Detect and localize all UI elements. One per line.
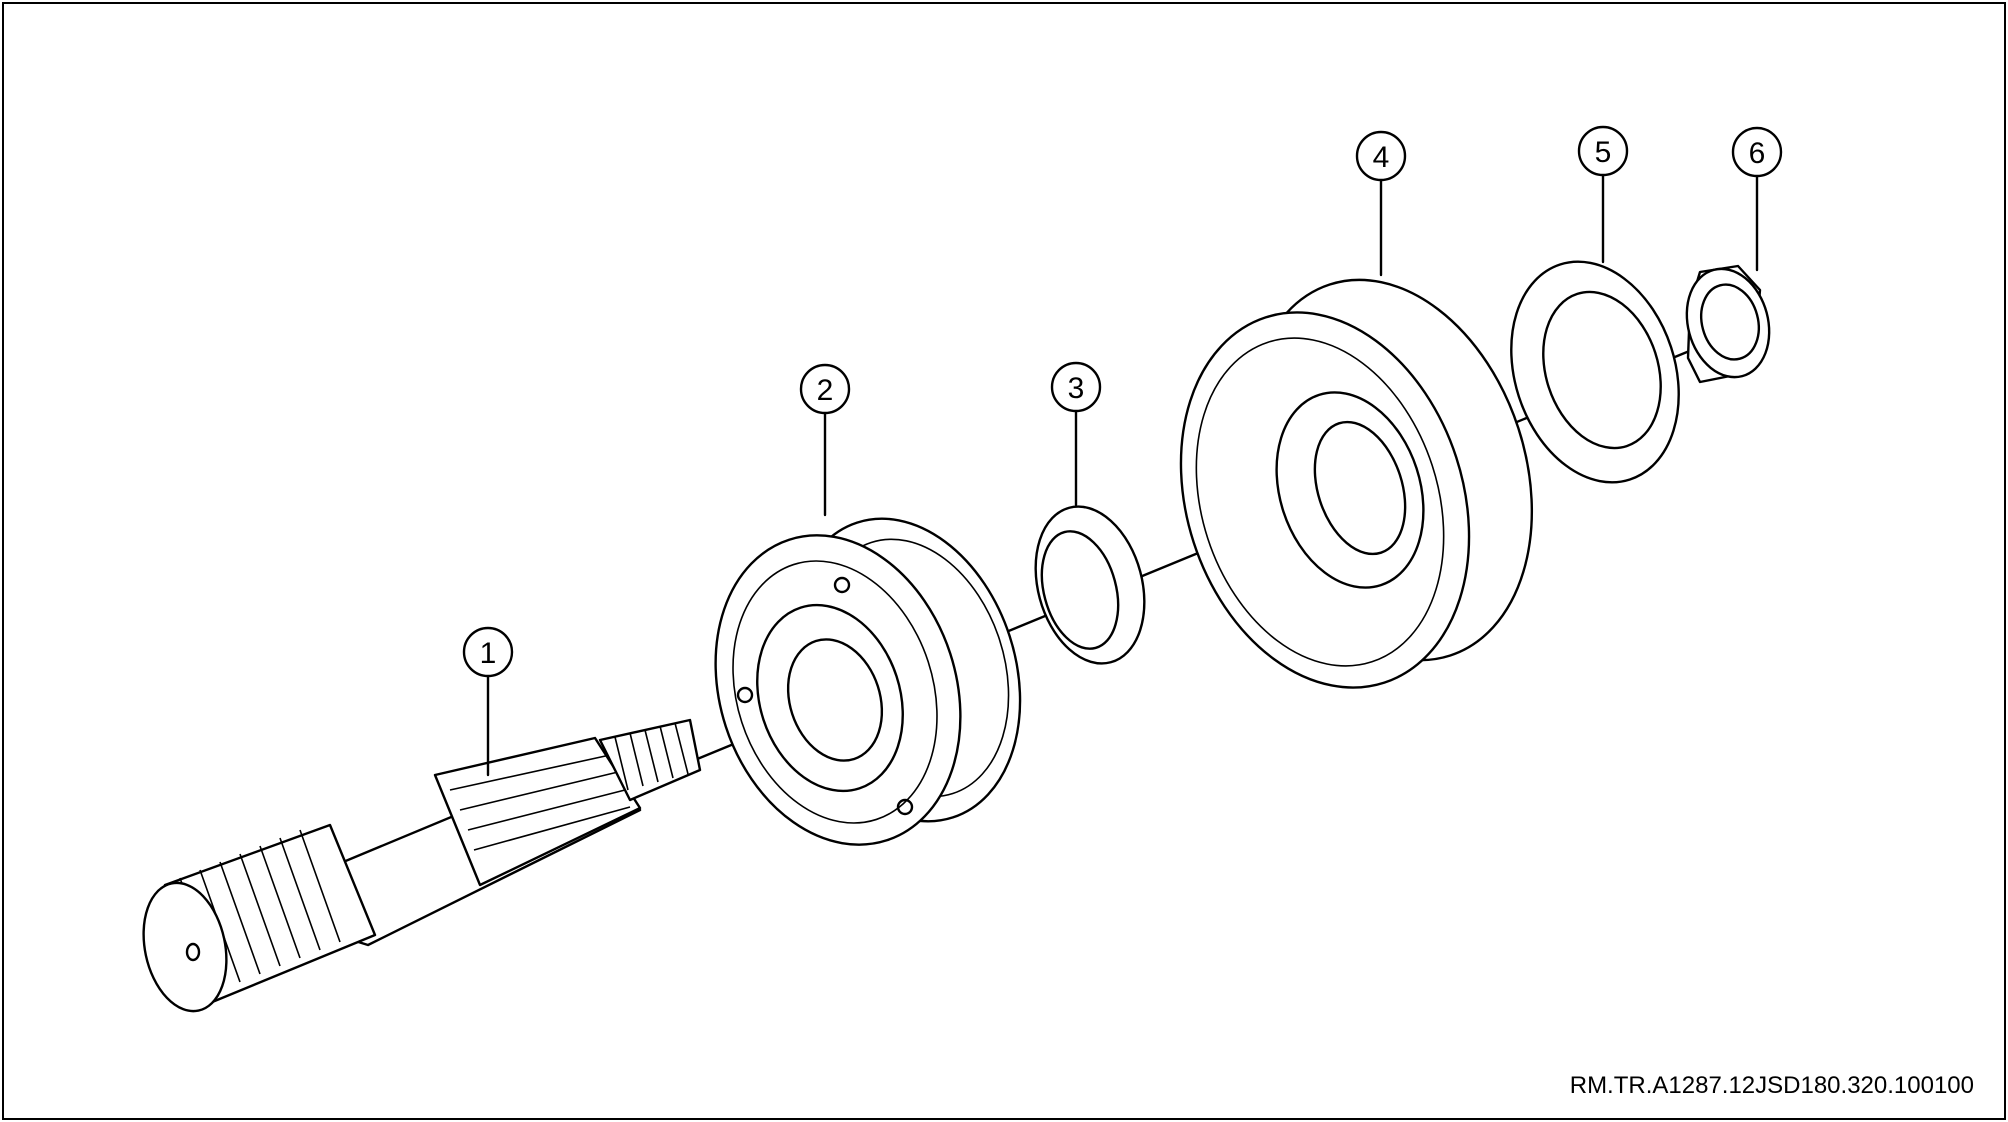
- part-6-nut: [1685, 264, 1771, 384]
- part-3-blocker-ring: [1034, 505, 1146, 665]
- callout-6: 6: [1731, 126, 1783, 178]
- part-2-synchronizer-hub: [714, 517, 1022, 846]
- callout-3-label: 3: [1068, 372, 1085, 405]
- callout-2: 2: [799, 363, 851, 415]
- callout-6-label: 6: [1749, 137, 1766, 170]
- callout-4: 4: [1355, 130, 1407, 182]
- part-5-washer: [1510, 260, 1680, 484]
- callout-5-label: 5: [1595, 136, 1612, 169]
- callout-1-label: 1: [480, 637, 497, 670]
- callout-3: 3: [1050, 361, 1102, 413]
- figure-reference-code: RM.TR.A1287.12JSD180.320.100100: [1569, 1072, 1974, 1099]
- callout-5: 5: [1577, 125, 1629, 177]
- callout-1: 1: [462, 626, 514, 678]
- callout-4-label: 4: [1373, 141, 1390, 174]
- part-4-gear: [1179, 278, 1534, 689]
- callout-2-label: 2: [817, 374, 834, 407]
- part-1-shaft: [142, 718, 702, 1013]
